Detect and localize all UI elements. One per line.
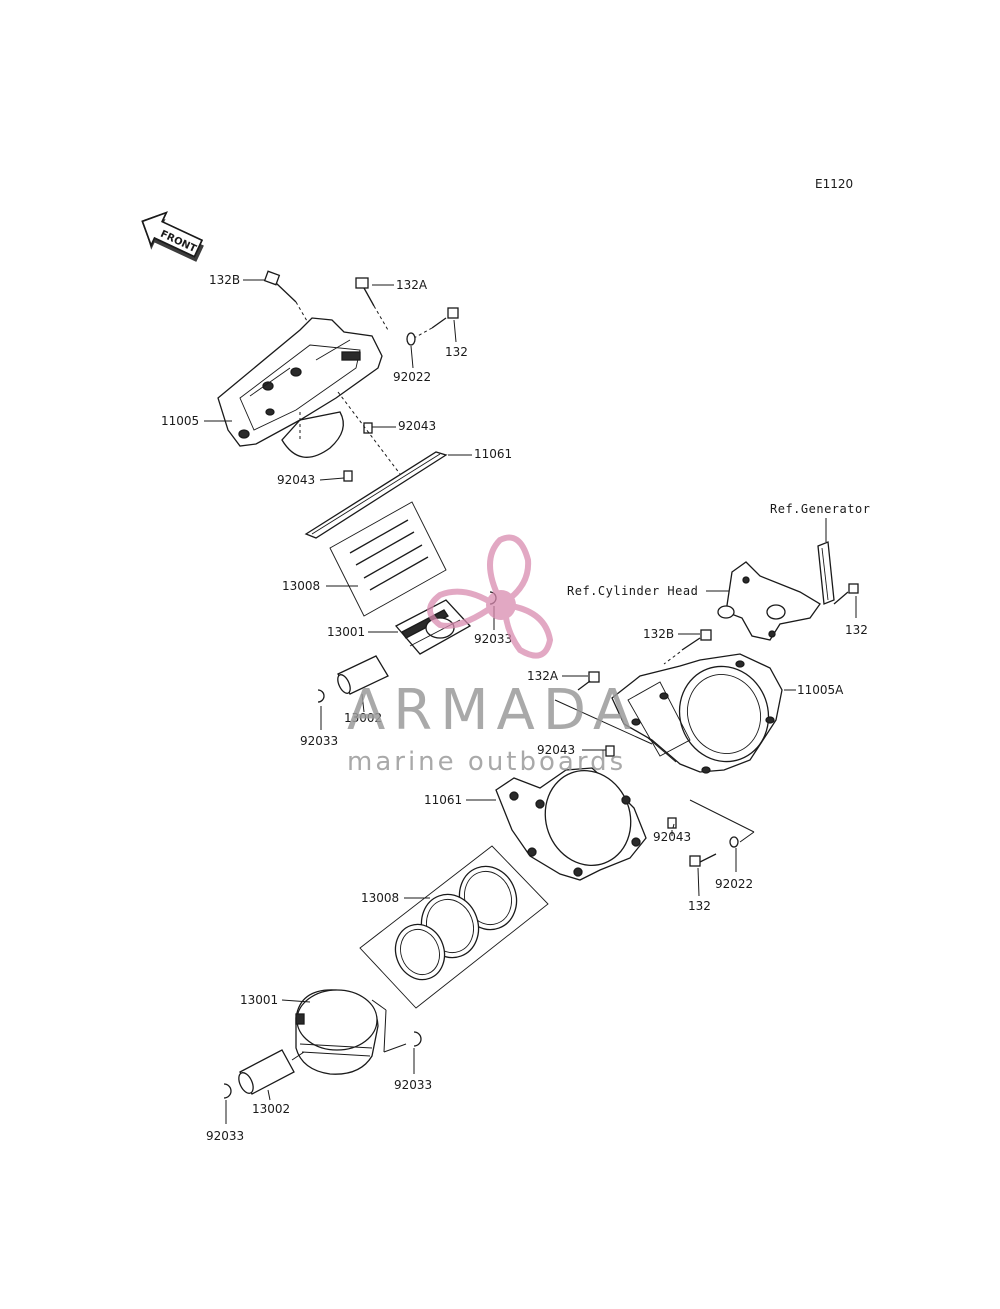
generator-bracket: [817, 518, 835, 605]
label-92043-mid-left: 92043: [537, 743, 575, 757]
gasket-11061-mid: [495, 767, 647, 881]
label-13008-top: 13008: [282, 579, 320, 593]
label-132b-top: 132B: [209, 273, 240, 287]
cylinder-head-ref: [706, 561, 821, 641]
dowel-92043-top-right: [363, 422, 373, 434]
label-132-mid: 132: [688, 899, 711, 913]
label-11005a-mid: 11005A: [797, 683, 844, 697]
label-11061-mid: 11061: [424, 793, 462, 807]
label-11061-top: 11061: [474, 447, 512, 461]
label-132b-mid: 132B: [643, 627, 674, 641]
bolt-132a-mid: [562, 671, 600, 691]
label-92022-top: 92022: [393, 370, 431, 384]
label-11005-top: 11005: [161, 414, 199, 428]
label-13008-bottom: 13008: [361, 891, 399, 905]
front-arrow-icon: FRONT: [141, 211, 204, 262]
label-13002-bottom: 13002: [252, 1102, 290, 1116]
pin-13002-top: [337, 655, 389, 713]
bolt-132b-mid: [663, 629, 712, 665]
label-132a-top: 132A: [396, 278, 428, 292]
watermark-title: ARMADA: [347, 678, 639, 743]
label-13001-bottom: 13001: [240, 993, 278, 1007]
washer-92022-mid: [729, 836, 739, 848]
bolt-132-right: [833, 583, 859, 618]
label-13002-top: 13002: [344, 711, 382, 725]
label-132a-mid: 132A: [527, 669, 559, 683]
bolt-132-mid: [689, 853, 717, 897]
label-92033-bottom-left: 92033: [206, 1129, 244, 1143]
label-92022-mid: 92022: [715, 877, 753, 891]
dowel-92043-mid-right: [667, 817, 677, 829]
circlip-92033-bottom-right: [413, 1031, 422, 1047]
bolt-132a-top: [355, 277, 394, 331]
label-92043-mid-right: 92043: [653, 830, 691, 844]
cylinder-11005: [217, 317, 383, 458]
ring-set-13008-top: [329, 501, 447, 617]
label-92033-top-left: 92033: [300, 734, 338, 748]
label-ref-generator: Ref.Generator: [770, 502, 870, 516]
label-13001-top: 13001: [327, 625, 365, 639]
dowel-92043-mid-left: [605, 745, 615, 757]
diagram-code: E1120: [815, 177, 853, 191]
circlip-92033-bottom-left: [223, 1083, 232, 1099]
ring-set-13008-bottom: [359, 845, 549, 1009]
piston-13001-bottom: [295, 989, 407, 1075]
bolt-132-top: [413, 307, 459, 343]
label-92043-top-left: 92043: [277, 473, 315, 487]
dowel-92043-top-left: [343, 470, 353, 482]
label-92033-bottom-right: 92033: [394, 1078, 432, 1092]
label-132-top: 132: [445, 345, 468, 359]
watermark-subtitle: marine outboards: [347, 747, 626, 777]
cylinder-11005a: [554, 653, 783, 774]
pin-13002-bottom: [238, 1049, 305, 1101]
label-132-right: 132: [845, 623, 868, 637]
washer-92022-top: [406, 332, 416, 346]
label-92043-top-right: 92043: [398, 419, 436, 433]
armada-logo: [427, 534, 554, 659]
circlip-92033-top-left: [317, 689, 325, 703]
gasket-11061-top: [304, 391, 472, 539]
label-ref-cylinder-head: Ref.Cylinder Head: [567, 584, 698, 598]
label-92033-top-right: 92033: [474, 632, 512, 646]
